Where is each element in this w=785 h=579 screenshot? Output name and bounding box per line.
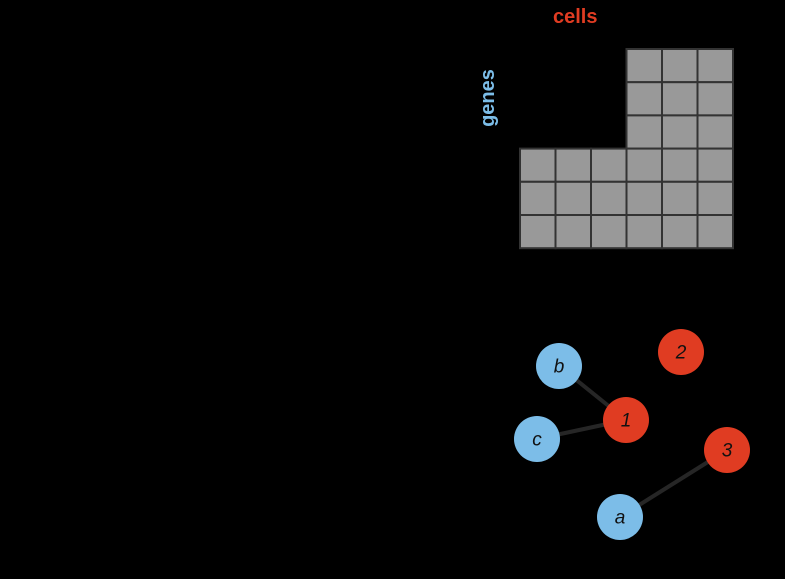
- graph-node-circle[interactable]: [704, 427, 750, 473]
- graph-node-a[interactable]: a: [597, 494, 643, 540]
- graph-node-circle[interactable]: [514, 416, 560, 462]
- graph-node-c[interactable]: c: [514, 416, 560, 462]
- cells-axis-label: cells: [553, 6, 598, 28]
- graph-node-circle[interactable]: [597, 494, 643, 540]
- graph-node-3[interactable]: 3: [704, 427, 750, 473]
- graph-node-1[interactable]: 1: [603, 397, 649, 443]
- graph-node-circle[interactable]: [603, 397, 649, 443]
- graph-node-b[interactable]: b: [536, 343, 582, 389]
- graph-node-2[interactable]: 2: [658, 329, 704, 375]
- graph-node-circle[interactable]: [658, 329, 704, 375]
- graph-node-circle[interactable]: [536, 343, 582, 389]
- graph-node-group: bca 12 3: [514, 329, 750, 540]
